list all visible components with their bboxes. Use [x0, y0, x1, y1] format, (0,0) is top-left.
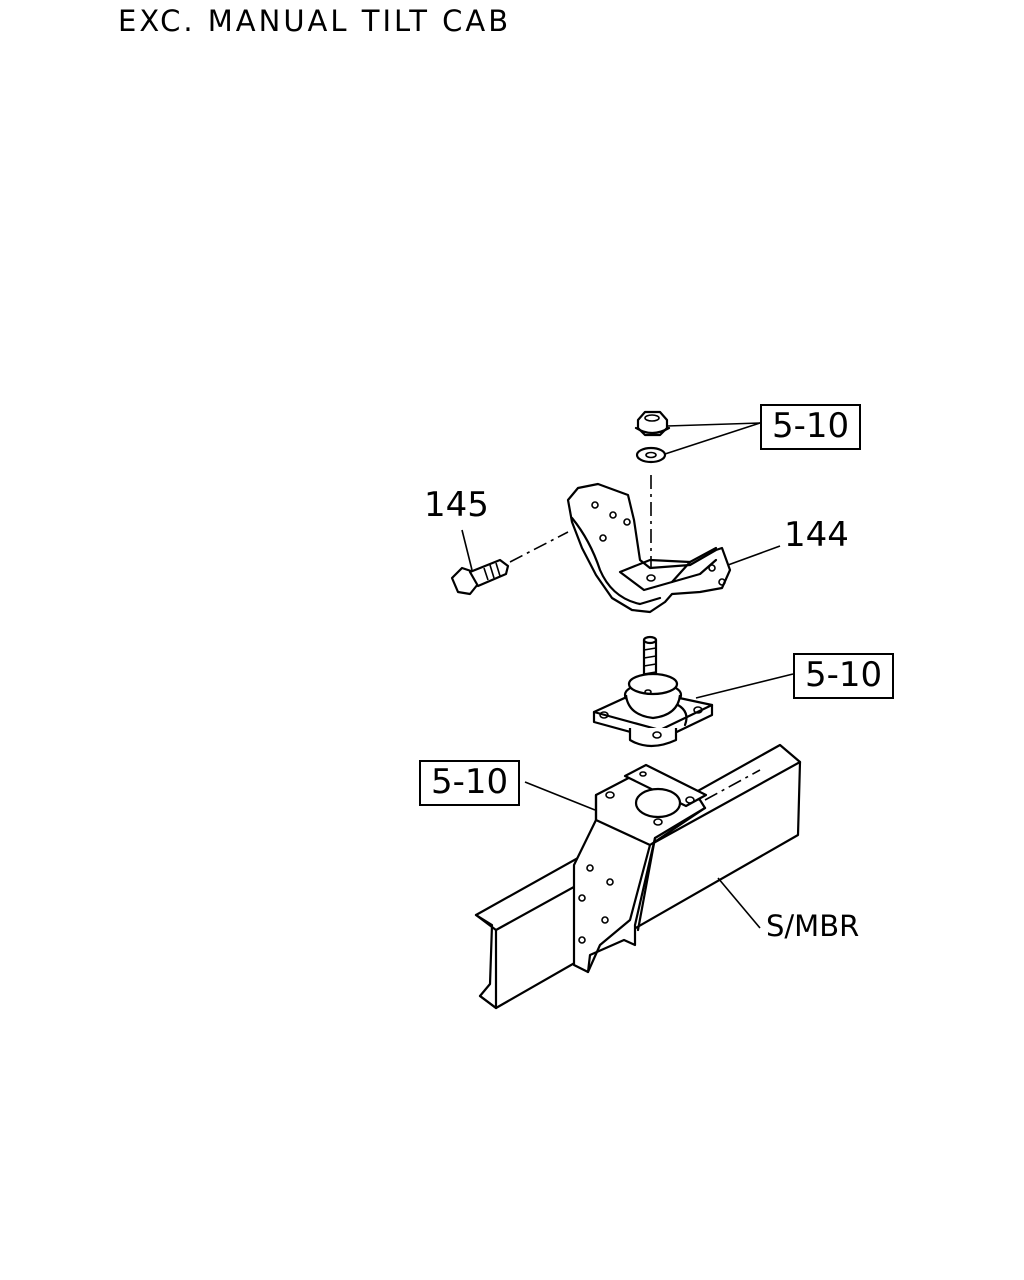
callout-nut-washer-ref[interactable]: 5-10 — [760, 404, 862, 450]
callout-mount-ref[interactable]: 5-10 — [793, 653, 895, 699]
callout-frame-bracket-ref[interactable]: 5-10 — [419, 760, 521, 806]
diagram-title: EXC. MANUAL TILT CAB — [118, 4, 512, 38]
callout-side-member[interactable]: S/MBR — [766, 909, 860, 943]
rubber-mount — [592, 635, 714, 748]
callout-part-145[interactable]: 145 — [424, 485, 489, 525]
cab-mount-bracket — [566, 482, 732, 614]
flange-nut — [634, 410, 671, 437]
washer — [635, 446, 667, 464]
callout-part-144[interactable]: 144 — [784, 515, 849, 555]
bolt — [450, 558, 510, 596]
frame-bracket — [572, 763, 708, 974]
